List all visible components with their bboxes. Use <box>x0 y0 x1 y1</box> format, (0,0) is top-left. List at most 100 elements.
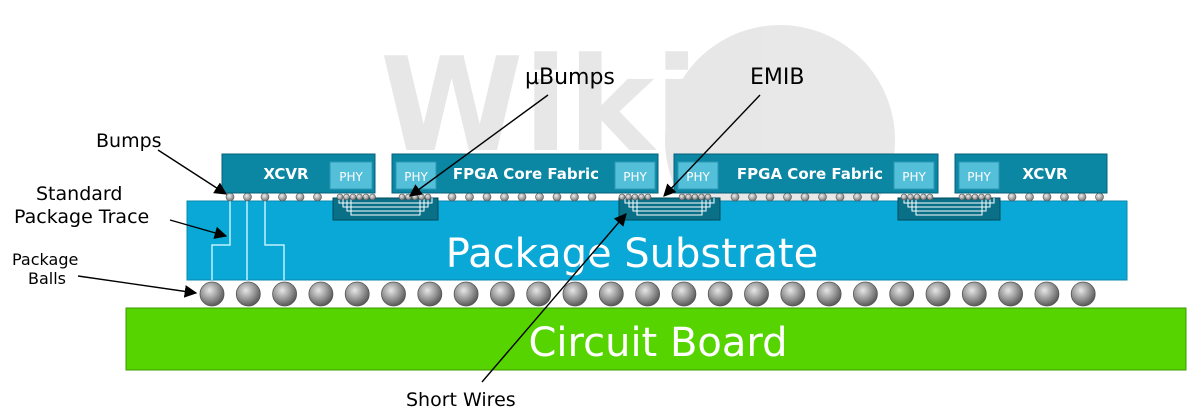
bump <box>1095 192 1104 202</box>
phy-label: PHY <box>339 170 363 184</box>
package-ball <box>598 281 624 307</box>
short-wire <box>342 198 429 208</box>
phy-label: PHY <box>967 170 991 184</box>
micro-bump <box>978 193 985 201</box>
package-ball <box>526 281 552 307</box>
phy-label: PHY <box>623 170 647 184</box>
package-ball <box>961 281 987 307</box>
package-ball <box>344 281 370 307</box>
bump <box>1042 192 1052 202</box>
micro-bump <box>926 193 934 201</box>
package-ball <box>199 281 225 307</box>
die-fpga-right: PHY FPGA Core Fabric PHY <box>673 153 939 194</box>
package-balls <box>199 281 1096 307</box>
micro-bump <box>618 193 626 201</box>
short-wire <box>907 198 991 208</box>
micro-bump <box>424 193 432 201</box>
micro-bump <box>398 193 406 201</box>
micro-bump <box>920 193 927 201</box>
bump <box>783 192 792 202</box>
die-label: XCVR <box>263 165 309 183</box>
bump <box>260 192 270 202</box>
short-wire <box>911 198 987 212</box>
bumps-arrow <box>157 149 228 195</box>
die-label: FPGA Core Fabric <box>737 165 883 183</box>
bump <box>853 192 862 202</box>
short-wire <box>636 198 703 216</box>
package-trace <box>211 201 231 280</box>
package-ball <box>235 281 261 307</box>
die-xcvr-right: PHY XCVR <box>954 153 1108 194</box>
micro-bump <box>984 193 992 201</box>
bump <box>313 192 322 202</box>
short-wire <box>346 198 425 212</box>
bump <box>818 192 827 202</box>
short-wire <box>903 198 995 204</box>
emib-bridge <box>618 197 721 221</box>
package-ball <box>816 281 842 307</box>
die-xcvr-left: XCVR PHY <box>221 153 376 194</box>
micro-bump <box>958 193 966 201</box>
micro-bump <box>971 193 979 201</box>
package-ball <box>1070 281 1096 307</box>
micro-bump <box>362 193 370 201</box>
bumps <box>225 192 1104 202</box>
emib-arrow <box>663 94 761 197</box>
callout-arrows <box>77 94 761 383</box>
short-wire <box>632 198 707 212</box>
micro-bump <box>625 193 632 201</box>
ubumps-arrow <box>408 94 549 197</box>
phy-label: PHY <box>404 170 428 184</box>
short-wires-label: Short Wires <box>406 389 516 411</box>
micro-bump <box>343 193 350 201</box>
emib-bridge <box>897 197 1001 221</box>
bump <box>1007 192 1017 202</box>
package-ball <box>381 281 406 307</box>
bump <box>225 192 235 202</box>
micro-bump <box>644 193 652 201</box>
micro-bump <box>907 193 914 201</box>
package-ball <box>780 281 806 307</box>
bump <box>570 192 579 202</box>
micro-bump <box>698 193 705 201</box>
micro-bump <box>965 193 972 201</box>
micro-bump <box>704 193 712 201</box>
bump <box>835 192 845 202</box>
package-ball <box>889 281 915 307</box>
short-wire <box>338 198 433 204</box>
bump <box>465 192 474 202</box>
package-balls-arrow <box>77 275 198 298</box>
bump <box>295 192 305 202</box>
micro-bump <box>418 193 425 201</box>
bump <box>748 192 757 202</box>
package-ball <box>272 281 298 307</box>
bump <box>482 192 492 202</box>
standard-trace-label-1: Standard <box>36 183 122 205</box>
bump <box>730 192 740 202</box>
bump <box>1025 192 1034 202</box>
circuit-board-label: Circuit Board <box>528 320 787 366</box>
micro-bump <box>369 193 376 201</box>
package-ball <box>998 281 1023 307</box>
micro-bump <box>631 193 639 201</box>
short-wire <box>350 198 421 216</box>
bump <box>535 192 544 202</box>
bump <box>587 192 597 202</box>
bumps-label: Bumps <box>96 130 162 152</box>
bump <box>800 192 810 202</box>
short-wire <box>624 198 715 204</box>
package-trace-arrow <box>169 219 228 239</box>
micro-bump <box>336 193 344 201</box>
package-ball <box>853 281 878 307</box>
micro-bump <box>356 193 363 201</box>
micro-bump <box>411 193 419 201</box>
phy-label: PHY <box>902 170 926 184</box>
emib-bridge <box>332 197 439 221</box>
micro-bump <box>638 193 645 201</box>
micro-bump <box>678 193 686 201</box>
bump <box>243 192 252 202</box>
bump <box>765 192 775 202</box>
standard-trace-label-2: Package Trace <box>14 206 149 228</box>
package-balls-label-1: Package <box>12 250 78 269</box>
short-wires-arrow <box>481 213 627 383</box>
